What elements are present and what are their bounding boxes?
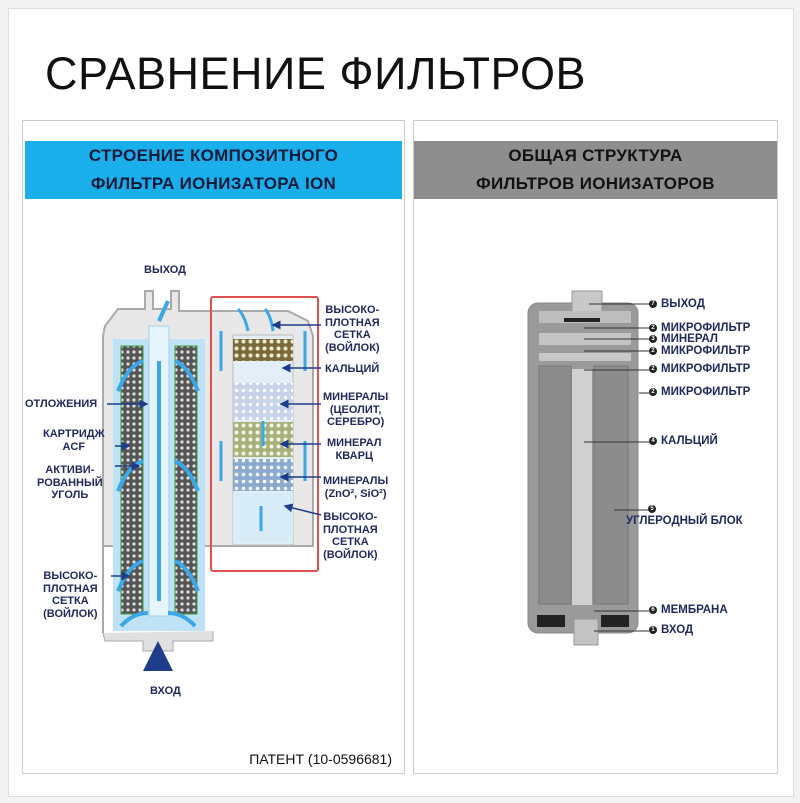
label-text: ВХОД xyxy=(661,624,694,636)
label-activated-carbon: АКТИВИ- РОВАННЫЙ УГОЛЬ xyxy=(37,464,103,501)
label-quartz: МИНЕРАЛ КВАРЦ xyxy=(327,437,382,462)
label-text: МИКРОФИЛЬТР xyxy=(661,386,751,398)
label-text: МИКРОФИЛЬТР xyxy=(661,345,751,357)
header-line: СТРОЕНИЕ КОМПОЗИТНОГО xyxy=(88,146,339,165)
number-badge: 5 xyxy=(648,505,656,513)
ion-filter-header: СТРОЕНИЕ КОМПОЗИТНОГО ФИЛЬТРА ИОНИЗАТОРА… xyxy=(25,141,402,199)
label-felt-bottom: ВЫСОКО- ПЛОТНАЯ СЕТКА (ВОЙЛОК) xyxy=(323,511,378,561)
label-mineral: 3 МИНЕРАЛ xyxy=(649,333,718,345)
generic-filter-panel: ОБЩАЯ СТРУКТУРА ФИЛЬТРОВ ИОНИЗАТОРОВ 7 ВЫ… xyxy=(413,120,778,774)
label-microfilter: 2 МИКРОФИЛЬТР xyxy=(649,386,750,398)
ion-filter-panel: СТРОЕНИЕ КОМПОЗИТНОГО ФИЛЬТРА ИОНИЗАТОРА… xyxy=(22,120,405,774)
header-line: ФИЛЬТРОВ ИОНИЗАТОРОВ xyxy=(476,174,715,193)
label-text: МИКРОФИЛЬТР xyxy=(661,363,751,375)
label-microfilter: 2 МИКРОФИЛЬТР xyxy=(649,322,750,334)
label-input: 1 ВХОД xyxy=(649,624,693,636)
label-minerals-zeolite: МИНЕРАЛЫ (ЦЕОЛИТ, СЕРЕБРО) xyxy=(323,391,389,428)
number-badge: 3 xyxy=(649,335,657,343)
label-microfilter: 2 МИКРОФИЛЬТР xyxy=(649,363,750,375)
label-calcium: 4 КАЛЬЦИЙ xyxy=(649,435,718,447)
number-badge: 2 xyxy=(649,347,657,355)
label-output: 7 ВЫХОД xyxy=(649,298,705,310)
ion-filter-diagram xyxy=(102,290,322,671)
generic-filter-diagram xyxy=(527,290,649,646)
label-text: МИКРОФИЛЬТР xyxy=(661,322,751,334)
number-badge: 1 xyxy=(649,626,657,634)
label-membrane: 6 МЕМБРАНА xyxy=(649,604,728,616)
patent-number: ПАТЕНТ (10-0596681) xyxy=(249,751,392,767)
number-badge: 2 xyxy=(649,324,657,332)
label-deposits: ОТЛОЖЕНИЯ xyxy=(25,398,98,410)
label-text: УГЛЕРОДНЫЙ БЛОК xyxy=(626,515,743,527)
header-line: ФИЛЬТРА ИОНИЗАТОРА ION xyxy=(90,174,337,193)
header-line: ОБЩАЯ СТРУКТУРА xyxy=(508,146,683,165)
label-text: МИНЕРАЛ xyxy=(661,333,718,345)
generic-filter-header: ОБЩАЯ СТРУКТУРА ФИЛЬТРОВ ИОНИЗАТОРОВ xyxy=(414,141,777,199)
label-minerals-zno: МИНЕРАЛЫ (ZnO², SiO²) xyxy=(323,475,389,500)
label-calcium: КАЛЬЦИЙ xyxy=(325,363,380,375)
label-out: ВЫХОД xyxy=(144,264,187,276)
label-text: КАЛЬЦИЙ xyxy=(661,435,718,447)
number-badge: 4 xyxy=(649,437,657,445)
label-acf-cartridge: КАРТРИДЖ ACF xyxy=(43,428,105,453)
page-title: СРАВНЕНИЕ ФИЛЬТРОВ xyxy=(45,48,587,99)
number-badge: 6 xyxy=(649,606,657,614)
number-badge: 2 xyxy=(649,365,657,373)
label-felt-top: ВЫСОКО- ПЛОТНАЯ СЕТКА (ВОЙЛОК) xyxy=(325,304,380,354)
number-badge: 2 xyxy=(649,388,657,396)
label-felt-left: ВЫСОКО- ПЛОТНАЯ СЕТКА (ВОЙЛОК) xyxy=(43,570,98,620)
number-badge: 7 xyxy=(649,300,657,308)
label-text: ВЫХОД xyxy=(661,298,705,310)
label-in: ВХОД xyxy=(150,685,181,697)
label-microfilter: 2 МИКРОФИЛЬТР xyxy=(649,345,750,357)
label-text: МЕМБРАНА xyxy=(661,604,728,616)
